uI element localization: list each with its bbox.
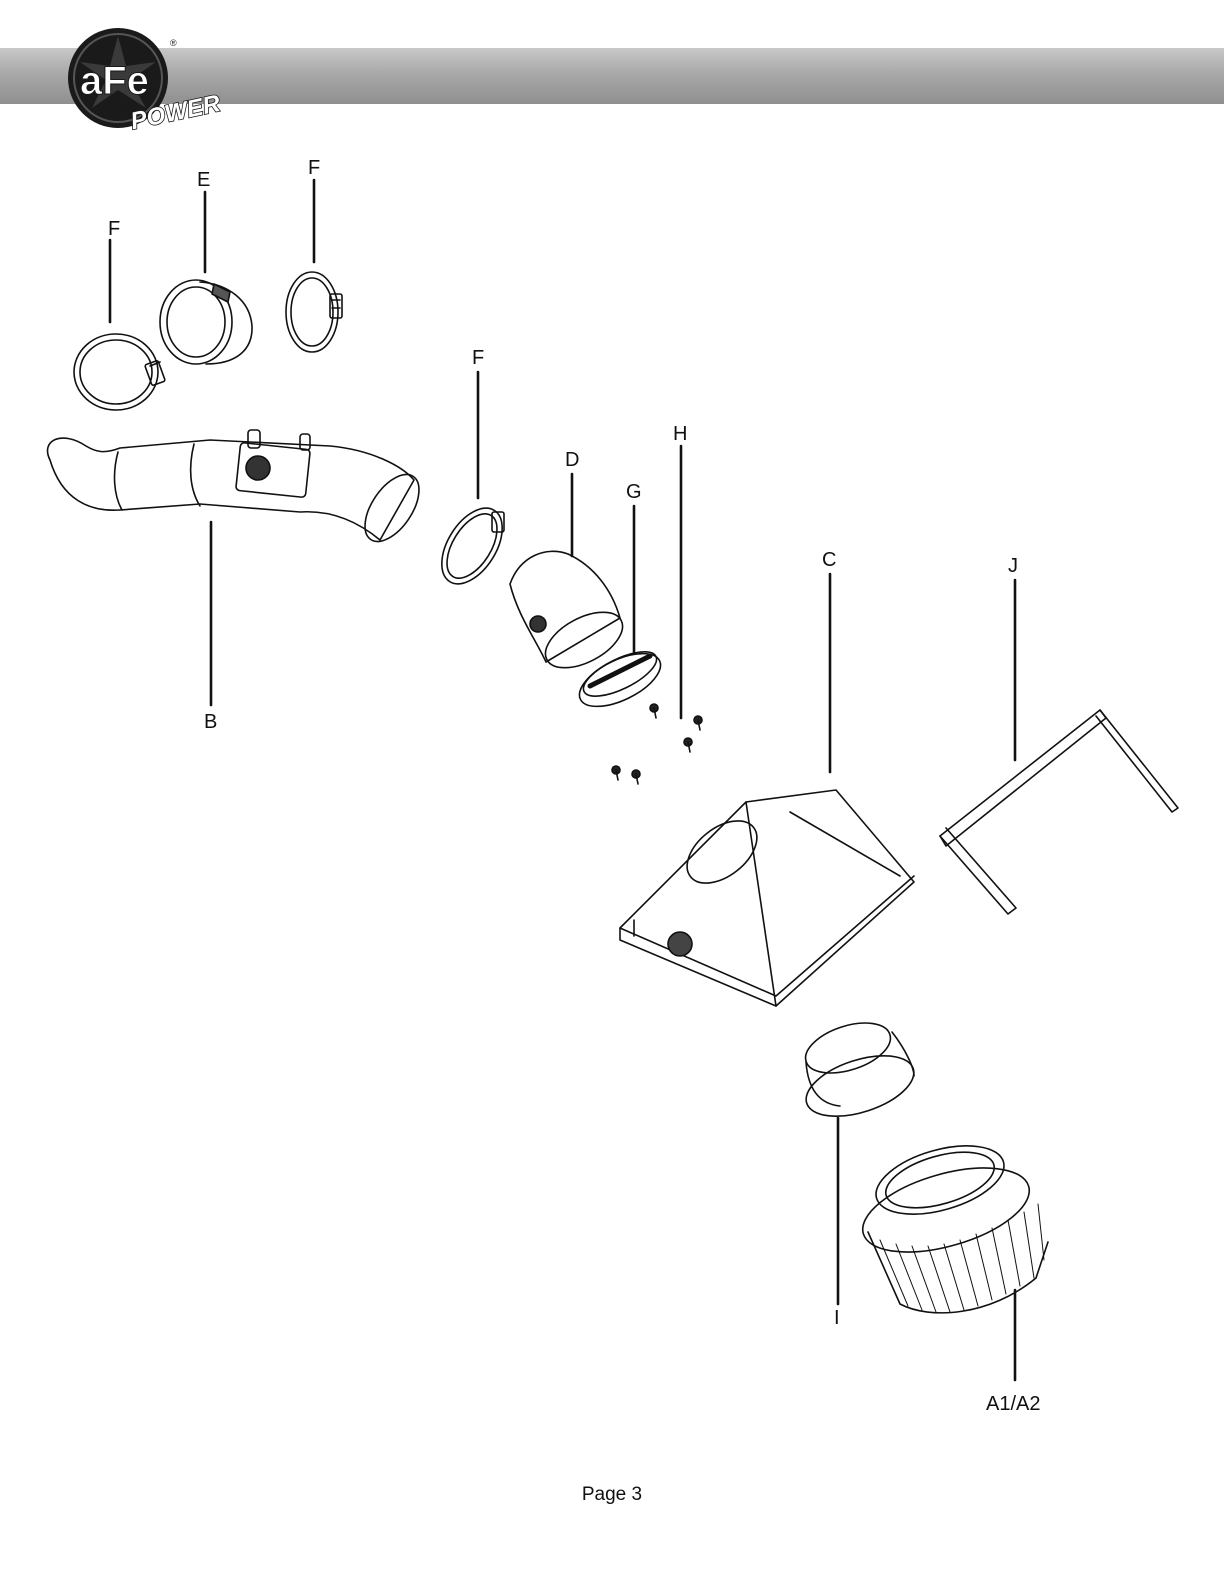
filter-pleats [879,1203,1045,1313]
label-c: C [822,549,836,571]
label-f-left: F [108,218,120,240]
logo-text-afe: aFe [80,59,149,103]
label-f-middle: F [472,347,484,369]
coupler-e [159,279,253,365]
label-b: B [204,711,217,733]
logo-registered: ® [170,38,177,48]
header-bar [0,48,1224,104]
label-d: D [565,449,579,471]
label-e: E [197,169,210,191]
label-h: H [673,423,687,445]
afe-power-logo: aFe POWER ® [68,28,224,134]
support-rod-j [939,709,1179,915]
ring-g [578,651,662,708]
clamp-f-middle [441,507,505,585]
label-f-top: F [308,157,320,179]
leader-lines [108,178,1017,1382]
page-number: Page 3 [581,1484,643,1505]
air-box-c [619,789,915,1007]
label-a1-a2: A1/A2 [986,1393,1040,1415]
clamp-f-top [285,271,343,353]
label-j: J [1008,555,1018,577]
label-g: G [626,481,642,503]
intake-tube-b [46,429,420,543]
air-filter-a [861,1145,1049,1314]
clamp-f-left [73,333,166,411]
screws-h [611,703,703,785]
part-labels: F E F F B D H G C J I A1/A2 [108,157,1040,1415]
adapter-i [804,1022,915,1117]
elbow-d [509,550,624,669]
label-i: I [834,1307,840,1329]
